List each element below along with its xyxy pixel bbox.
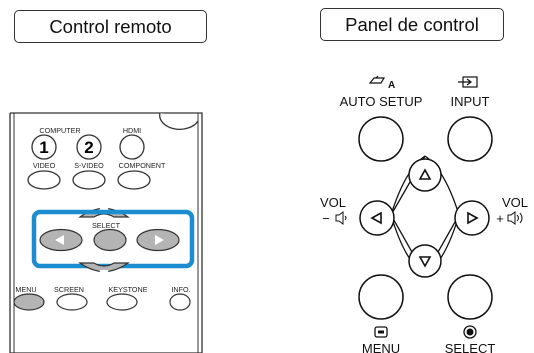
panel-down-icon [418,256,432,268]
vol-plus-sign: + [496,211,504,226]
remote-menu-label: MENU [15,285,36,294]
remote-button-1-label: 1 [39,138,48,157]
control-panel: A AUTO SETUP INPUT VOL − VOL [320,75,528,353]
remote-select-label: SELECT [92,221,121,230]
panel-menu-button[interactable] [358,274,404,320]
remote-hdmi-button[interactable] [119,134,145,160]
auto-setup-label: AUTO SETUP [340,94,423,109]
panel-right-button[interactable] [454,200,490,236]
input-button[interactable] [447,116,493,162]
panel-down-button[interactable] [408,244,442,278]
remote-select-button[interactable] [93,228,127,252]
remote-info-button[interactable] [169,293,191,311]
auto-setup-icon [368,75,386,84]
remote-control: COMPUTER HDMI 1 2 VIDEO S-VIDEO COMPONEN… [9,112,203,353]
remote-up-icon [99,203,109,210]
input-label: INPUT [451,94,490,109]
remote-keystone-button[interactable] [106,293,138,311]
panel-select-label: SELECT [445,341,496,353]
panel-left-button[interactable] [359,200,395,236]
panel-up-icon [418,168,432,180]
panel-up-button[interactable] [408,158,442,192]
panel-header: Panel de control [320,8,504,41]
remote-menu-button[interactable] [13,293,45,311]
remote-partial-button [159,112,199,130]
direction-ring-left [390,155,460,277]
panel-left-icon [370,211,382,225]
input-icon [458,76,478,88]
panel-right-icon [467,211,479,225]
remote-button-1[interactable] [31,134,57,160]
auto-setup-badge: A [388,80,395,91]
remote-component-label: COMPONENT [119,161,166,170]
speaker-minus-icon [335,211,347,225]
menu-icon [374,326,388,338]
remote-svideo-label: S-VIDEO [74,161,104,170]
vol-minus-sign: − [322,211,330,226]
remote-down-icon [99,270,109,277]
speaker-plus-icon [507,211,523,225]
auto-setup-button[interactable] [358,116,404,162]
remote-button-2[interactable] [76,134,102,160]
panel-select-button[interactable] [447,274,493,320]
vol-minus-label: VOL [320,195,346,210]
remote-down-button[interactable] [78,262,130,273]
remote-keystone-label: KEYSTONE [108,285,147,294]
remote-header: Control remoto [14,10,207,43]
remote-right-icon [155,235,164,245]
remote-video-button[interactable] [27,170,61,190]
remote-svideo-button[interactable] [72,170,106,190]
remote-screen-label: SCREEN [54,285,84,294]
remote-component-button[interactable] [117,170,151,190]
vol-plus-label: VOL [502,195,528,210]
remote-video-label: VIDEO [33,161,56,170]
remote-button-2-label: 2 [84,138,93,157]
remote-info-label: INFO. [171,285,190,294]
remote-left-icon [55,235,64,245]
remote-computer-label: COMPUTER [39,126,80,135]
remote-hdmi-label: HDMI [123,126,141,135]
select-icon [463,325,477,339]
remote-screen-button[interactable] [56,293,88,311]
panel-menu-label: MENU [362,341,400,353]
